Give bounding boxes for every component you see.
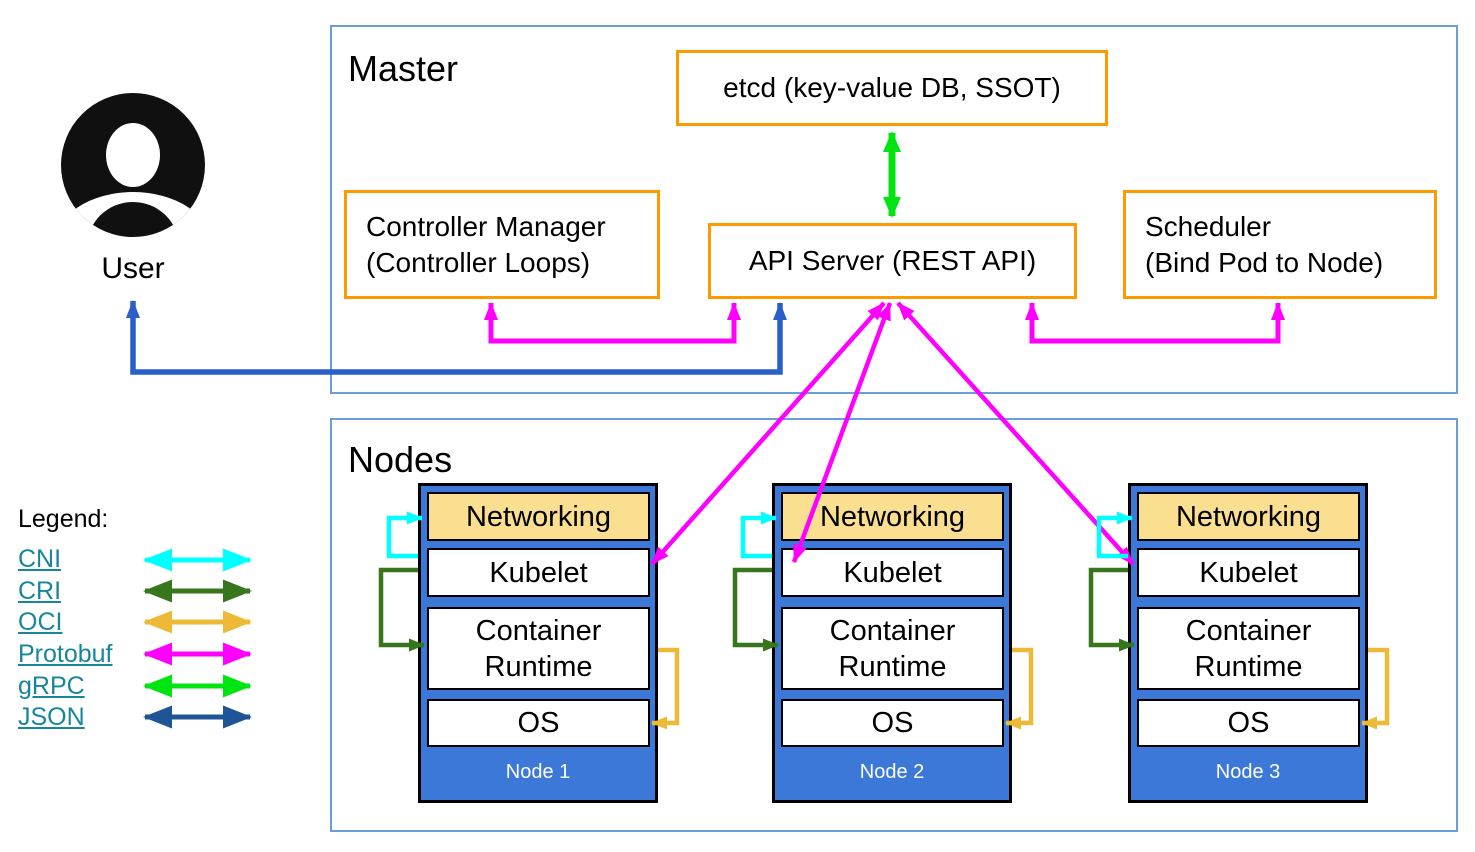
controller-manager-box: Controller Manager (Controller Loops) [344, 190, 660, 299]
node-3: Networking Kubelet Container Runtime OS … [1128, 483, 1368, 803]
node2-container-runtime-layer: Container Runtime [781, 607, 1004, 690]
node1-networking-layer: Networking [427, 492, 650, 541]
node1-container-runtime-layer: Container Runtime [427, 607, 650, 690]
legend-link-cni[interactable]: CNI [18, 545, 62, 573]
legend-title: Legend: [18, 505, 109, 533]
api-server-box: API Server (REST API) [708, 223, 1077, 299]
legend-link-grpc[interactable]: gRPC [18, 671, 85, 700]
node3-container-runtime-layer: Container Runtime [1137, 607, 1360, 690]
nodes-group-box [330, 418, 1458, 832]
legend-link-protobuf[interactable]: Protobuf [18, 640, 113, 669]
node1-kubelet-layer: Kubelet [427, 548, 650, 597]
legend-link-json[interactable]: JSON [18, 703, 85, 732]
node2-networking-layer: Networking [781, 492, 1004, 541]
scheduler-label-line1: Scheduler [1145, 210, 1272, 242]
node1-os-layer: OS [427, 699, 650, 747]
node3-caption: Node 3 [1215, 760, 1281, 783]
nodes-title: Nodes [348, 439, 453, 480]
node3-os-layer: OS [1137, 699, 1360, 747]
etcd-box: etcd (key-value DB, SSOT) [676, 50, 1108, 126]
node3-kubelet-layer: Kubelet [1137, 548, 1360, 597]
node-2: Networking Kubelet Container Runtime OS … [772, 483, 1012, 803]
controller-manager-label-line2: (Controller Loops) [366, 246, 591, 278]
node2-os-layer: OS [781, 699, 1004, 747]
scheduler-box: Scheduler (Bind Pod to Node) [1123, 190, 1437, 299]
master-title: Master [348, 48, 459, 89]
master-group-box [330, 25, 1458, 394]
user-label: User [101, 252, 165, 285]
node3-networking-layer: Networking [1137, 492, 1360, 541]
controller-manager-label-line1: Controller Manager [366, 210, 606, 242]
etcd-label: etcd (key-value DB, SSOT) [723, 72, 1061, 103]
api-server-label: API Server (REST API) [748, 245, 1037, 276]
scheduler-label-line2: (Bind Pod to Node) [1145, 246, 1384, 278]
node2-caption: Node 2 [859, 760, 925, 783]
legend-link-cri[interactable]: CRI [18, 576, 62, 605]
node1-caption: Node 1 [505, 760, 571, 783]
node2-kubelet-layer: Kubelet [781, 548, 1004, 597]
legend: Legend: CNI CRI OCI Protobuf gRPC JSON [18, 505, 113, 734]
user-icon [61, 93, 205, 237]
legend-link-oci[interactable]: OCI [18, 608, 63, 637]
node-1: Networking Kubelet Container Runtime OS … [418, 483, 658, 803]
